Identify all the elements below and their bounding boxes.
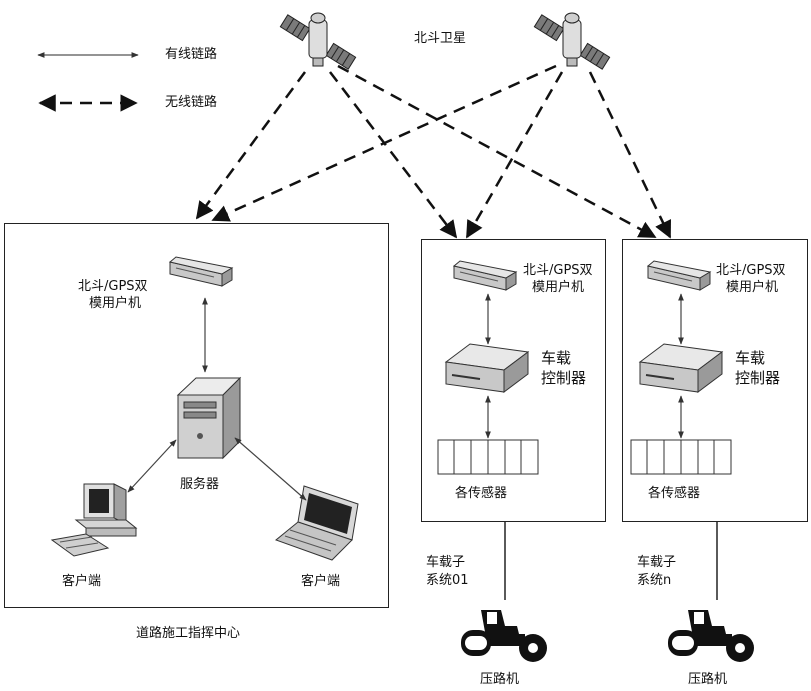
- controller-icon-subn: [640, 344, 722, 392]
- center-receiver-label-1: 北斗/GPS双: [78, 279, 148, 295]
- satellite-label: 北斗卫星: [414, 31, 466, 47]
- sub01-receiver-label-1: 北斗/GPS双: [523, 263, 593, 279]
- sensor-array-subn: [631, 440, 731, 474]
- sub01-receiver-label-2: 模用户机: [532, 280, 584, 296]
- subn-receiver-label-1: 北斗/GPS双: [716, 263, 786, 279]
- laptop-client-icon: [276, 486, 358, 560]
- link-sat2-sub01: [467, 72, 562, 237]
- server-icon: [178, 378, 240, 458]
- client-right-label: 客户端: [301, 574, 340, 590]
- receiver-icon-center: [170, 257, 232, 286]
- center-receiver-label-2: 模用户机: [89, 296, 141, 312]
- receiver-icon-sub01: [454, 261, 516, 290]
- receiver-icon-subn: [648, 261, 710, 290]
- controller-icon-sub01: [446, 344, 528, 392]
- subn-name-label-1: 车载子: [637, 555, 676, 571]
- subn-sensors-label: 各传感器: [648, 486, 700, 502]
- satellite-icon-right: [534, 13, 609, 69]
- link-sat2-subn: [590, 72, 670, 237]
- link-sat1-center: [197, 72, 305, 218]
- sub01-controller-label-1: 车载: [541, 349, 571, 368]
- server-label: 服务器: [180, 477, 219, 493]
- wireless-links: [197, 66, 670, 237]
- subn-controller-label-1: 车载: [735, 349, 765, 368]
- client-left-label: 客户端: [62, 574, 101, 590]
- satellite-icon-left: [280, 13, 355, 69]
- subn-name-label-2: 系统n: [637, 573, 671, 589]
- legend-wired-label: 有线链路: [165, 47, 217, 63]
- sub01-roller-label: 压路机: [480, 672, 519, 688]
- subn-controller-label-2: 控制器: [735, 369, 780, 388]
- legend-wireless-label: 无线链路: [165, 95, 217, 111]
- link-sat2-center: [213, 66, 556, 220]
- subn-roller-label: 压路机: [688, 672, 727, 688]
- sub01-name-label-2: 系统01: [426, 573, 469, 589]
- command-center-title: 道路施工指挥中心: [136, 626, 240, 642]
- sub01-name-label-1: 车载子: [426, 555, 465, 571]
- road-roller-icon-01: [461, 610, 547, 662]
- sub01-controller-label-2: 控制器: [541, 369, 586, 388]
- sub01-sensors-label: 各传感器: [455, 486, 507, 502]
- road-roller-icon-n: [668, 610, 754, 662]
- subn-receiver-label-2: 模用户机: [726, 280, 778, 296]
- desktop-client-icon: [52, 484, 136, 556]
- sensor-array-sub01: [438, 440, 538, 474]
